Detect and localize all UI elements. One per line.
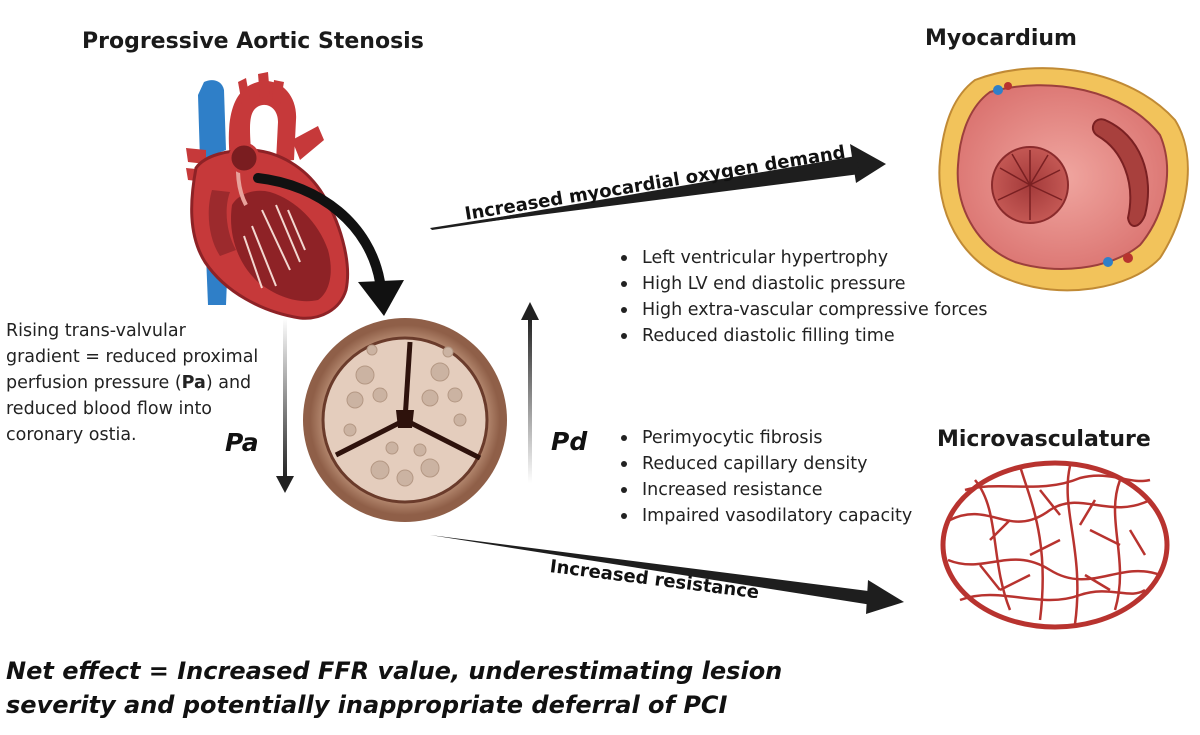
- curved-arrow-head: [358, 280, 404, 316]
- curved-arrow-heart-to-valve: [253, 173, 385, 287]
- list-item: Increased resistance: [618, 477, 912, 503]
- list-item: Reduced capillary density: [618, 451, 912, 477]
- pd-label: Pd: [551, 427, 588, 456]
- microvasculature-illustration: [940, 460, 1170, 630]
- title-microvasculature: Microvasculature: [937, 427, 1151, 452]
- list-item: High extra-vascular compressive forces: [618, 297, 988, 323]
- title-progressive-aortic-stenosis: Progressive Aortic Stenosis: [82, 29, 424, 54]
- list-item: Impaired vasodilatory capacity: [618, 503, 912, 529]
- left-ventricle: [231, 190, 331, 302]
- list-item: Left ventricular hypertrophy: [618, 245, 988, 271]
- pa-arrow: [276, 318, 294, 493]
- list-item: Perimyocytic fibrosis: [618, 425, 912, 451]
- trans-valvular-gradient-text: Rising trans-valvular gradient = reduced…: [6, 321, 259, 445]
- myocardium-illustration: [938, 67, 1189, 292]
- vena-cava: [198, 80, 226, 160]
- myocardium-factors-list: Left ventricular hypertrophy High LV end…: [618, 245, 988, 349]
- pd-arrow: [521, 302, 539, 483]
- net-effect-statement: Net effect = Increased FFR value, undere…: [6, 657, 783, 719]
- list-item: High LV end diastolic pressure: [618, 271, 988, 297]
- resistance-arrow: [430, 535, 904, 614]
- pulmonary-artery: [292, 126, 324, 160]
- pa-label: Pa: [225, 428, 259, 457]
- oxygen-demand-arrow: [430, 144, 886, 230]
- list-item: Reduced diastolic filling time: [618, 323, 988, 349]
- aortic-valve-illustration: [303, 318, 507, 522]
- microvascular-factors-list: Perimyocytic fibrosis Reduced capillary …: [618, 425, 912, 529]
- title-myocardium: Myocardium: [925, 26, 1077, 51]
